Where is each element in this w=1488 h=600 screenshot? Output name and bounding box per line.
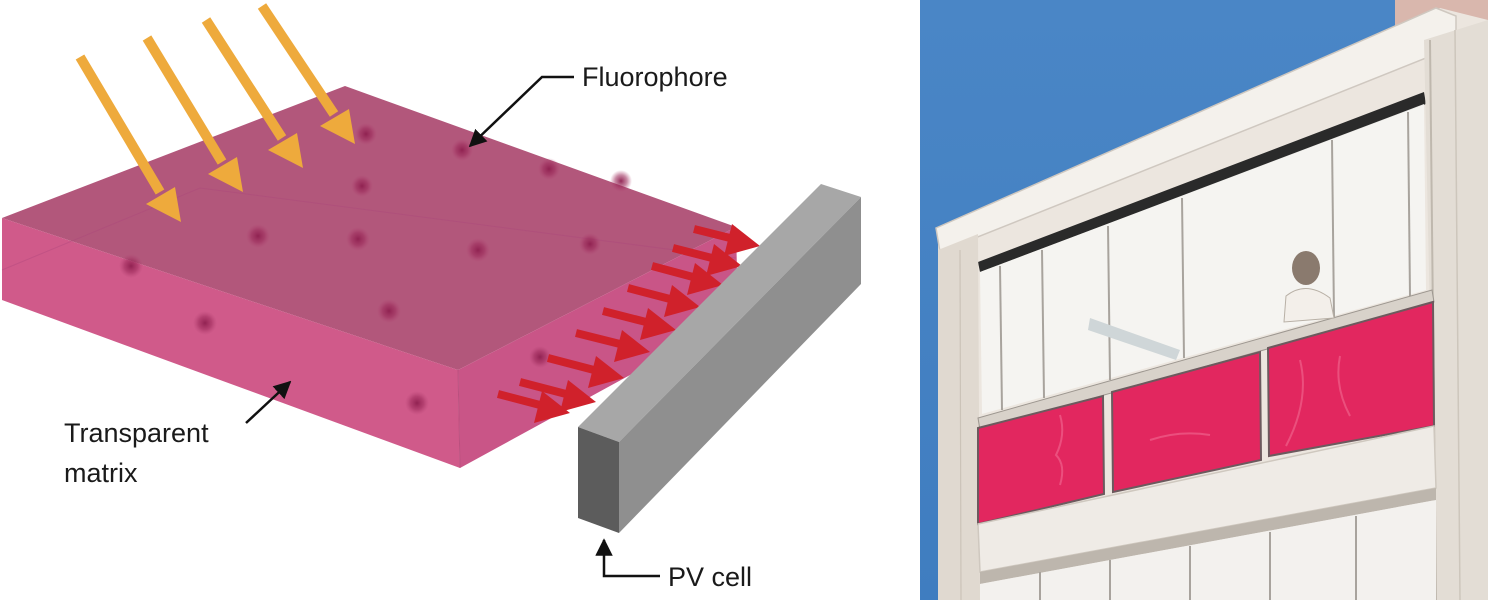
pink-panel (1112, 352, 1261, 492)
slab-top-face (2, 86, 736, 370)
fluorophore-label: Fluorophore (582, 62, 728, 92)
label-leaders (245, 75, 660, 578)
pv-cell-leader (595, 538, 660, 578)
fluorophore-dot (405, 391, 429, 415)
right-column (1424, 20, 1488, 600)
emitted-light-arrow (546, 354, 624, 388)
emitted-light-arrow (575, 329, 650, 362)
fluorophore-dot (451, 139, 473, 161)
transparent-matrix-slab (1, 86, 738, 469)
emitted-light-arrow (518, 378, 596, 412)
incident-light-arrows (75, 3, 355, 222)
pv-cell-bar (578, 184, 861, 533)
pv-cell-side (619, 197, 861, 533)
fluorophore-dot (529, 346, 551, 368)
slab-front-face (2, 218, 460, 468)
emitted-light-arrow (650, 262, 723, 295)
balcony-rail (977, 289, 1435, 431)
upper-glazing (980, 104, 1426, 414)
person (1283, 251, 1335, 323)
fluorophore-dot (193, 311, 217, 335)
fluorophore-dot (538, 158, 560, 180)
lsc-diagram: Fluorophore Transparent matrix PV cell (1, 3, 861, 592)
fluorophore-dot (346, 227, 370, 251)
fluorophore-dot (351, 175, 373, 197)
fluorophore-dot (377, 299, 401, 323)
transparent-matrix-label-line1: Transparent (64, 418, 209, 448)
incident-light-arrow (257, 3, 355, 144)
matrix-leader (245, 380, 292, 424)
emitted-light-arrows (496, 224, 760, 423)
building-photo (920, 0, 1488, 600)
left-column (938, 234, 980, 600)
fluorophore-dots (119, 123, 632, 415)
pv-cell-front (578, 427, 619, 533)
incident-light-arrow (142, 35, 243, 192)
emitted-light-arrow (693, 224, 760, 256)
fluorophore-dot (119, 254, 143, 278)
fluorophore-leader (468, 75, 574, 148)
pv-cell-top (578, 184, 861, 442)
fluorophore-dot (246, 224, 270, 248)
emitted-light-arrow (496, 390, 570, 423)
emitted-light-arrow (672, 244, 742, 276)
pink-panel (978, 396, 1104, 524)
pink-panel (1268, 302, 1434, 456)
window-mullions (999, 111, 1411, 411)
fluorophore-dot (355, 123, 377, 145)
emitted-light-arrow (602, 307, 676, 340)
pink-lsc-panels (977, 300, 1436, 526)
pv-cell-label: PV cell (668, 562, 752, 592)
lower-glazing (980, 500, 1436, 600)
slab-side-face (458, 227, 738, 468)
emitted-light-arrow (626, 284, 700, 317)
incident-light-arrow (201, 17, 303, 168)
fluorophore-dot (466, 238, 490, 262)
transparent-matrix-label-line2: matrix (64, 458, 138, 488)
incident-light-arrow (75, 54, 181, 222)
fluorophore-dot (579, 233, 601, 255)
fluorophore-dot (610, 170, 632, 192)
